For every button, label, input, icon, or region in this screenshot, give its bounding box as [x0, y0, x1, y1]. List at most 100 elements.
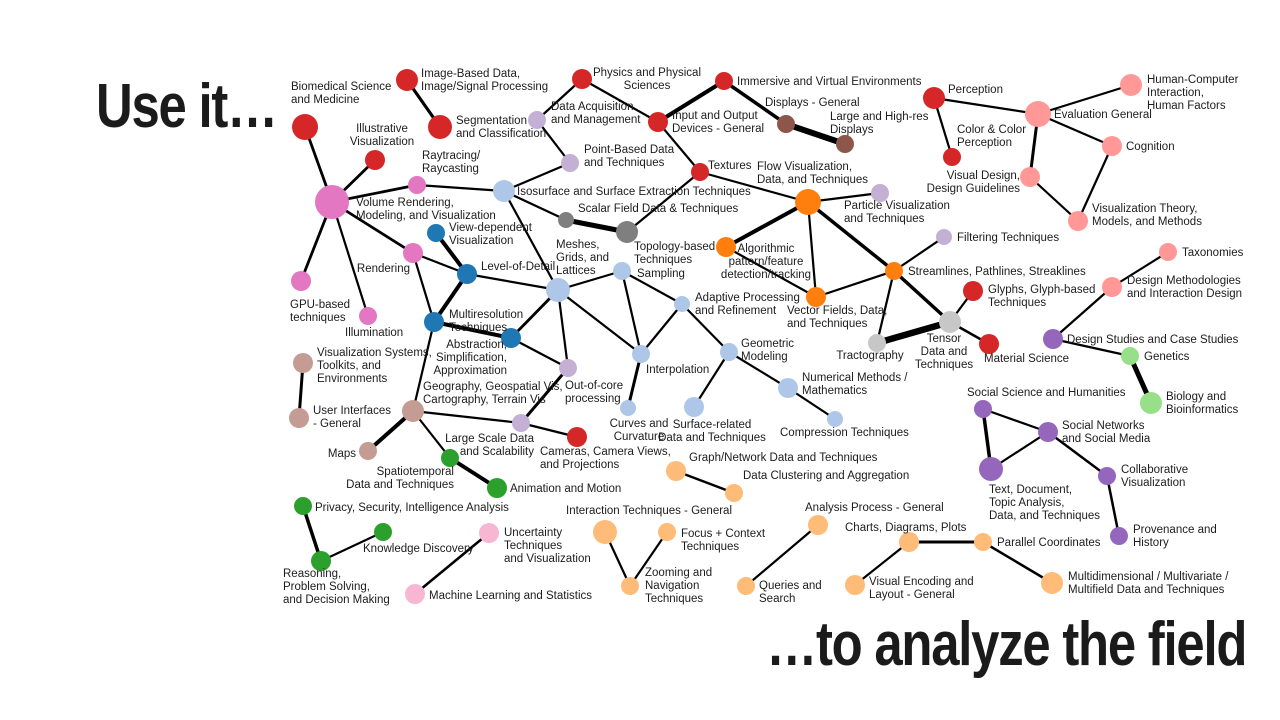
node-label-ml: Machine Learning and Statistics: [429, 590, 592, 602]
node-algorithmic: [716, 237, 736, 257]
slide-title-top: Use it…: [96, 72, 278, 141]
node-charts: [899, 532, 919, 552]
edge-physics--input_output: [581, 78, 659, 123]
node-collaborative: [1098, 467, 1116, 485]
node-vis_systems: [293, 353, 313, 373]
slide-title-bottom: …to analyze the field: [766, 610, 1247, 679]
node-parallel: [974, 533, 992, 551]
node-provenance: [1110, 527, 1128, 545]
edge-adaptive--geometric: [681, 303, 730, 353]
node-interpolation: [632, 345, 650, 363]
node-label-material_science: Material Science: [984, 353, 1069, 365]
node-label-animation: Animation and Motion: [510, 483, 621, 495]
node-privacy: [294, 497, 312, 515]
node-multiresolution: [424, 312, 444, 332]
node-label-design_studies: Design Studies and Case Studies: [1067, 334, 1239, 346]
node-visual_encoding: [845, 575, 865, 595]
node-label-isosurface: Isosurface and Surface Extraction Techni…: [517, 186, 751, 198]
edge-immersive--displays_general: [723, 79, 787, 126]
edge-streamlines--filtering: [893, 236, 945, 272]
node-biology: [1140, 392, 1162, 414]
node-topology: [616, 221, 638, 243]
node-immersive: [715, 72, 733, 90]
node-label-streamlines: Streamlines, Pathlines, Streaklines: [908, 266, 1086, 278]
node-color_color: [943, 148, 961, 166]
edge-visual_design--vis_theory: [1029, 176, 1079, 222]
node-label-compression: Compression Techniques: [780, 427, 909, 439]
edge-social_science--social_networks: [982, 407, 1049, 434]
edge-textures--flow: [699, 170, 809, 204]
node-label-graph_network: Graph/Network Data and Techniques: [689, 452, 878, 464]
node-rendering: [403, 243, 423, 263]
node-label-immersive: Immersive and Virtual Environments: [737, 76, 922, 88]
edge-streamlines--tractography: [875, 270, 896, 344]
node-meshes: [546, 278, 570, 302]
node-geography: [402, 400, 424, 422]
edge-sampling--interpolation: [620, 270, 643, 355]
edge-geometric--surface_related: [693, 351, 730, 408]
edge-displays_general--large_highres: [785, 121, 846, 147]
edge-tractography--tensor: [876, 318, 951, 347]
node-focus: [658, 523, 676, 541]
node-label-reasoning: Reasoning,Problem Solving,and Decision M…: [283, 568, 390, 606]
node-label-maps: Maps: [328, 448, 356, 460]
node-displays_general: [777, 115, 795, 133]
edge-geography--large_scale: [412, 409, 522, 425]
node-label-visual_design: Visual Design,Design Guidelines: [927, 170, 1021, 195]
node-knowledge: [374, 523, 392, 541]
edge-taxonomies--design_method: [1111, 251, 1169, 288]
node-biomedical: [292, 114, 318, 140]
edge-interpolation--curves: [626, 353, 643, 409]
edge-perception--evaluation: [933, 96, 1039, 116]
node-maps: [359, 442, 377, 460]
node-label-social_science: Social Science and Humanities: [967, 387, 1126, 399]
node-label-filtering: Filtering Techniques: [957, 232, 1059, 244]
node-numerical: [778, 378, 798, 398]
node-design_method: [1102, 277, 1122, 297]
node-illumination: [359, 307, 377, 325]
node-label-interpolation: Interpolation: [646, 364, 709, 376]
edge-charts--visual_encoding: [854, 541, 910, 586]
node-scalar_field: [558, 212, 574, 228]
edge-volume_rendering--illumination: [330, 201, 370, 317]
edge-collaborative--provenance: [1105, 475, 1121, 537]
node-image_based: [396, 69, 418, 91]
node-abstraction: [501, 328, 521, 348]
node-user_interfaces: [289, 408, 309, 428]
node-gpu: [291, 271, 311, 291]
node-label-vis_theory: Visualization Theory,Models, and Methods: [1092, 203, 1202, 228]
node-data_acquisition: [528, 111, 546, 129]
edge-flow--streamlines: [806, 200, 896, 273]
node-zooming: [621, 577, 639, 595]
node-label-perception: Perception: [948, 84, 1003, 96]
node-hci: [1120, 74, 1142, 96]
node-streamlines: [885, 262, 903, 280]
edge-sampling--adaptive: [621, 270, 683, 305]
node-input_output: [648, 112, 668, 132]
node-tractography: [868, 334, 886, 352]
node-text_doc: [979, 457, 1003, 481]
node-label-text_doc: Text, Document,Topic Analysis,Data, and …: [989, 484, 1100, 522]
edge-raytracing--isosurface: [416, 183, 505, 193]
node-volume_rendering: [315, 185, 349, 219]
node-label-geography: Geography, Geospatial Vis,Cartography, T…: [423, 381, 563, 406]
node-sampling: [613, 262, 631, 280]
node-adaptive: [674, 296, 690, 312]
edge-multiresolution--abstraction: [433, 320, 512, 340]
node-evaluation: [1025, 101, 1051, 127]
